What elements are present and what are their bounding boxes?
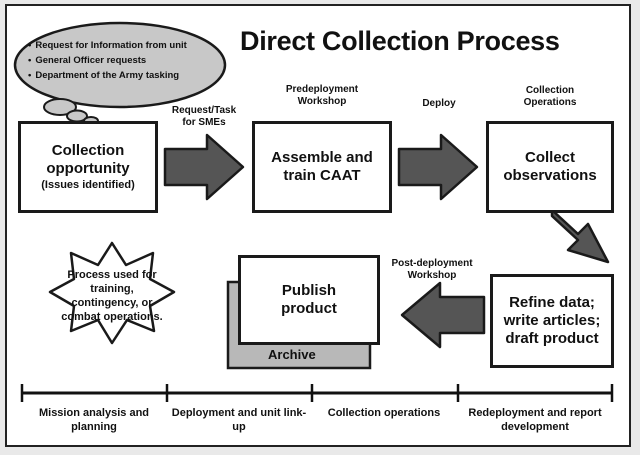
refine-label: Refine data; write articles; draft produ… [503, 294, 601, 347]
phase-label: Deployment and unit link-up [171, 407, 307, 433]
request-item: Department of the Army tasking [28, 68, 187, 83]
predeployment-label: Predeployment Workshop [285, 84, 359, 107]
operations-star [48, 241, 176, 345]
cloud-bubble-large [43, 98, 77, 116]
collection-opportunity-label: Collection opportunity [46, 142, 130, 177]
collection-opportunity-box: Collection opportunity (Issues identifie… [18, 121, 158, 213]
assemble-label: Assemble and train CAAT [271, 149, 373, 184]
assemble-box: Assemble and train CAAT [252, 121, 392, 213]
issues-identified-label: (Issues identified) [41, 179, 135, 191]
diagram-title: Direct Collection Process [240, 26, 560, 56]
request-item: General Officer requests [28, 53, 187, 68]
request-list: Request for Information from unit Genera… [28, 38, 187, 83]
arrow-to-publish [400, 281, 486, 349]
arrow-to-refine [550, 208, 610, 264]
star-caption: Process used for training, contingency, … [61, 269, 163, 323]
arrow-to-collect [397, 133, 479, 201]
collect-label: Collect observations [503, 149, 597, 184]
phase-label: Redeployment and report development [468, 407, 602, 433]
request-item: Request for Information from unit [28, 38, 186, 53]
arrow-to-assemble [163, 133, 245, 201]
phase-label: Collection operations [327, 407, 441, 419]
request-task-label: Request/Task for SMEs [171, 105, 237, 128]
post-deployment-label: Post-deployment Workshop [391, 258, 473, 281]
publish-box: Publish product [238, 255, 380, 345]
phase-label: Mission analysis and planning [38, 407, 150, 433]
deploy-label: Deploy [422, 98, 456, 109]
publish-label: Publish product [281, 282, 337, 317]
collection-operations-label: Collection Operations [523, 85, 577, 108]
refine-box: Refine data; write articles; draft produ… [490, 274, 614, 368]
collect-box: Collect observations [486, 121, 614, 213]
archive-label: Archive [268, 347, 316, 362]
